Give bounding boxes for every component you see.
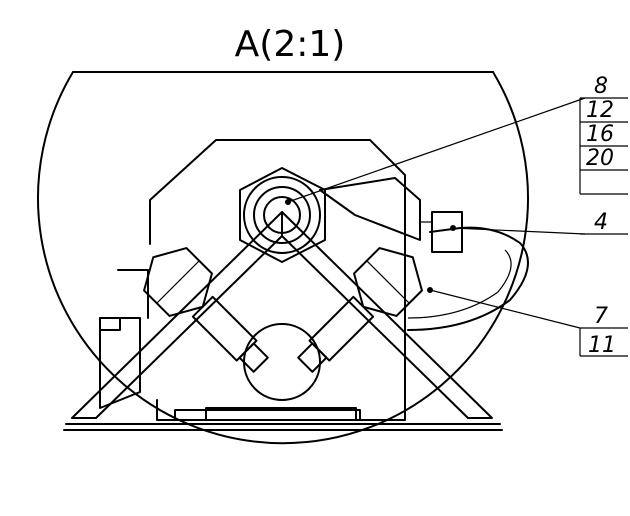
callout-4: 4 — [594, 210, 608, 235]
callout-20: 20 — [586, 146, 614, 171]
right-bracket-inner — [407, 249, 512, 319]
lever-arm — [319, 177, 421, 241]
callout-12: 12 — [586, 98, 614, 123]
housing-body — [149, 139, 406, 421]
callout-7: 7 — [594, 304, 608, 329]
leaders — [285, 97, 586, 329]
callout-single: 4 — [580, 210, 628, 235]
slot-bar — [205, 407, 357, 421]
callout-8: 8 — [594, 74, 608, 99]
central-nut — [239, 167, 326, 263]
callout-11: 11 — [588, 333, 616, 358]
left-block-cap — [99, 317, 121, 331]
callout-group-1: 8 12 16 20 — [579, 74, 628, 195]
right-bracket — [407, 226, 529, 331]
center-rod — [243, 323, 321, 401]
v-support — [71, 211, 493, 419]
inner-slot — [174, 409, 361, 421]
left-hex-bolt — [143, 247, 269, 373]
clamp-block — [431, 211, 463, 253]
view-title: A(2:1) — [235, 24, 346, 65]
callout-group-2: 7 11 — [579, 304, 628, 358]
view-boundary-arc — [37, 71, 529, 445]
callout-16: 16 — [586, 122, 614, 147]
left-block — [99, 317, 141, 409]
left-step — [117, 269, 149, 319]
right-hex-bolt — [297, 247, 423, 373]
